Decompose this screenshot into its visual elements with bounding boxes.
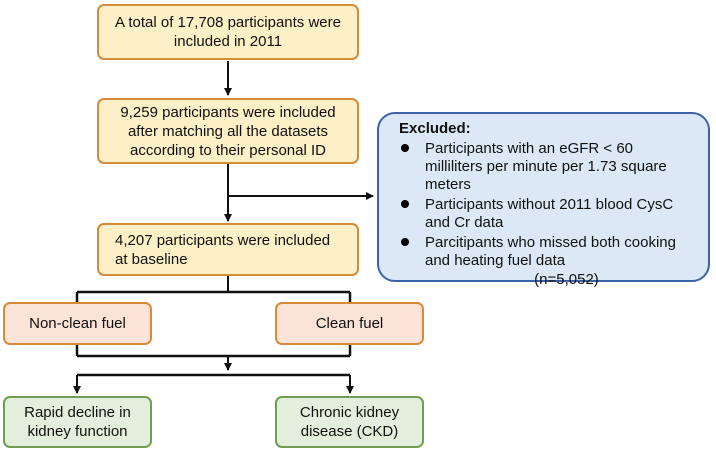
ckd-box: Chronic kidney disease (CKD) xyxy=(275,396,424,448)
clean-fuel-text: Clean fuel xyxy=(315,315,384,332)
total-participants-box: A total of 17,708 participants were incl… xyxy=(97,4,359,60)
baseline-participants-box: 4,207 participants were included at base… xyxy=(97,223,359,276)
excluded-title: Excluded: xyxy=(399,120,471,137)
nonclean-fuel-text: Non-clean fuel xyxy=(29,315,126,332)
excluded-count: (n=5,052) xyxy=(534,271,599,288)
bullet-icon xyxy=(401,200,409,208)
bullet-icon xyxy=(401,238,409,246)
excluded-item: Participants with an eGFR < 60 millilite… xyxy=(399,140,694,194)
excluded-item: Parcitipants who missed both cooking and… xyxy=(399,234,694,270)
nonclean-fuel-box: Non-clean fuel xyxy=(3,302,152,345)
excluded-box: Excluded: Participants with an eGFR < 60… xyxy=(377,112,710,288)
bullet-icon xyxy=(401,144,409,152)
total-participants-text: A total of 17,708 participants were incl… xyxy=(115,14,341,50)
excluded-list: Participants with an eGFR < 60 millilite… xyxy=(399,140,694,270)
rapid-decline-text: Rapid decline in kidney function xyxy=(24,404,131,440)
rapid-decline-box: Rapid decline in kidney function xyxy=(3,396,152,448)
matched-participants-box: 9,259 participants were included after m… xyxy=(97,98,359,164)
matched-participants-text: 9,259 participants were included after m… xyxy=(120,103,336,159)
excluded-item: Participants without 2011 blood CysC and… xyxy=(399,196,694,232)
ckd-text: Chronic kidney disease (CKD) xyxy=(299,404,400,440)
clean-fuel-box: Clean fuel xyxy=(275,302,424,345)
baseline-participants-text: 4,207 participants were included at base… xyxy=(115,231,331,268)
